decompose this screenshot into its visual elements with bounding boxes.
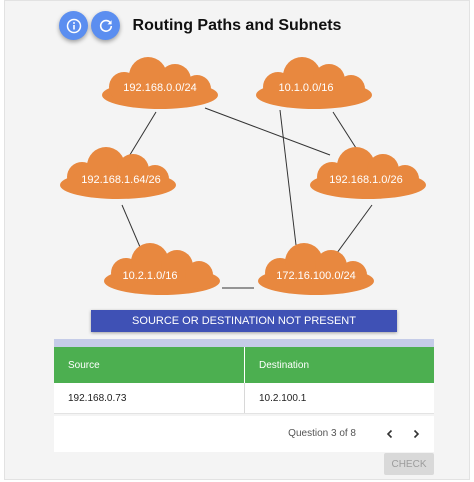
cloud-node-n3 bbox=[60, 147, 176, 199]
refresh-icon[interactable] bbox=[91, 11, 120, 40]
status-banner: SOURCE OR DESTINATION NOT PRESENT bbox=[91, 310, 397, 332]
cloud-node-n5 bbox=[104, 243, 220, 295]
subnet-label: 10.1.0.0/16 bbox=[278, 82, 333, 94]
cloud-node-n4 bbox=[310, 147, 426, 199]
subnet-label: 172.16.100.0/24 bbox=[276, 270, 356, 282]
cell-source: 192.168.0.73 bbox=[54, 383, 245, 414]
question-counter: Question 3 of 8 bbox=[288, 428, 356, 439]
status-message: SOURCE OR DESTINATION NOT PRESENT bbox=[132, 315, 356, 327]
link-n1-n4 bbox=[204, 107, 331, 156]
chevron-left-icon[interactable] bbox=[380, 424, 400, 444]
link-n2-n4 bbox=[332, 111, 357, 149]
subnet-label: 192.168.1.64/26 bbox=[81, 174, 161, 186]
column-header-source: Source bbox=[54, 347, 245, 383]
table-header-row: Source Destination bbox=[54, 347, 434, 383]
link-n4-n6 bbox=[333, 204, 373, 258]
source-destination-table: Source Destination 192.168.0.73 10.2.100… bbox=[54, 347, 434, 414]
subnet-label: 192.168.1.0/26 bbox=[329, 174, 402, 186]
table-row: 192.168.0.73 10.2.100.1 bbox=[54, 383, 434, 414]
question-pager: Question 3 of 8 bbox=[54, 416, 434, 452]
subnet-label: 192.168.0.0/24 bbox=[123, 82, 196, 94]
cloud-node-n6 bbox=[258, 243, 374, 295]
column-header-destination: Destination bbox=[244, 347, 434, 383]
chevron-right-icon[interactable] bbox=[406, 424, 426, 444]
subnet-label: 10.2.1.0/16 bbox=[122, 270, 177, 282]
link-n2-n6 bbox=[279, 109, 297, 246]
network-diagram: 192.168.0.0/24 10.1.0.0/16 192.168.1.64/… bbox=[60, 57, 426, 295]
connection-lines bbox=[121, 107, 373, 289]
page-title: Routing Paths and Subnets bbox=[132, 17, 342, 34]
link-n3-n5 bbox=[121, 204, 141, 248]
link-n1-n3 bbox=[127, 111, 157, 159]
info-icon[interactable] bbox=[59, 11, 88, 40]
cell-destination: 10.2.100.1 bbox=[244, 383, 434, 414]
check-button[interactable]: CHECK bbox=[384, 453, 434, 475]
table-top-strip bbox=[54, 339, 434, 347]
routing-table: Source Destination 192.168.0.73 10.2.100… bbox=[54, 339, 434, 414]
